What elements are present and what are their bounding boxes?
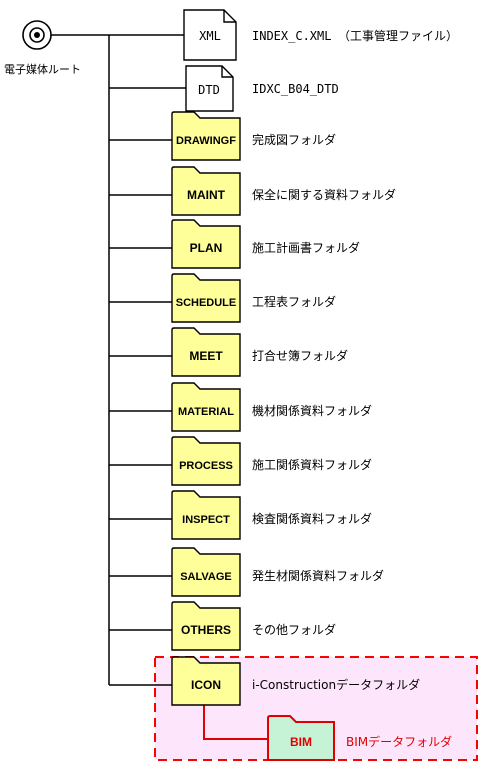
- folder-icon: [171, 327, 241, 377]
- folder-material: MATERIAL 機材関係資料フォルダ: [171, 382, 372, 432]
- file-ext-dtd: DTD: [198, 83, 220, 97]
- folder-code: OTHERS: [181, 623, 231, 637]
- folder-desc: 機材関係資料フォルダ: [252, 403, 372, 418]
- folder-desc: 工程表フォルダ: [252, 294, 336, 309]
- folder-drawingf: DRAWINGF 完成図フォルダ: [171, 111, 336, 161]
- folder-code: PLAN: [190, 241, 223, 255]
- file-ext-xml: XML: [199, 29, 221, 43]
- folder-code-bim: BIM: [290, 735, 312, 749]
- folder-icon: [171, 382, 241, 432]
- folder-code: INSPECT: [182, 514, 230, 526]
- folder-plan: PLAN 施工計画書フォルダ: [171, 219, 360, 269]
- folder-inspect: INSPECT 検査関係資料フォルダ: [171, 490, 372, 540]
- folder-desc: 検査関係資料フォルダ: [252, 511, 372, 526]
- folder-code: MEET: [189, 349, 223, 363]
- folder-desc: その他フォルダ: [252, 622, 336, 637]
- folder-icon: [171, 166, 241, 216]
- folder-schedule: SCHEDULE 工程表フォルダ: [171, 273, 336, 323]
- folder-desc-bim: BIMデータフォルダ: [346, 734, 452, 749]
- folder-desc: 施工関係資料フォルダ: [252, 457, 372, 472]
- folder-desc: 打合せ簿フォルダ: [252, 348, 348, 363]
- folder-desc: 完成図フォルダ: [252, 132, 336, 147]
- folder-icon: [171, 436, 241, 486]
- folder-icon: [171, 273, 241, 323]
- folder-others: OTHERS その他フォルダ: [171, 601, 336, 651]
- folder-desc: 保全に関する資料フォルダ: [252, 187, 396, 202]
- bim-connector: [203, 697, 268, 740]
- folder-salvage: SALVAGE 発生材関係資料フォルダ: [171, 547, 384, 597]
- folder-code: SCHEDULE: [176, 297, 237, 309]
- folder-desc: 発生材関係資料フォルダ: [252, 568, 384, 583]
- folder-code: PROCESS: [179, 460, 233, 472]
- folder-code: DRAWINGF: [176, 135, 236, 147]
- folder-maint: MAINT 保全に関する資料フォルダ: [171, 166, 396, 216]
- file-name-xml: INDEX_C.XML: [252, 29, 331, 43]
- folder-bim: BIM: [267, 715, 335, 761]
- root-label: 電子媒体ルート: [4, 62, 81, 76]
- cd-disc-icon: [22, 20, 52, 50]
- folder-desc: 施工計画書フォルダ: [252, 240, 360, 255]
- folder-meet: MEET 打合せ簿フォルダ: [171, 327, 348, 377]
- file-desc-xml: （工事管理ファイル）: [338, 28, 458, 43]
- file-icon-xml: XML: [183, 9, 237, 61]
- file-name-dtd: IDXC_B04_DTD: [252, 82, 339, 96]
- folder-code: MATERIAL: [178, 406, 234, 418]
- folder-icon: [171, 601, 241, 651]
- folder-icon: [171, 490, 241, 540]
- folder-icon: ICON i-Constructionデータフォルダ: [171, 656, 420, 706]
- tree-lines: [51, 34, 186, 686]
- folder-icon: [171, 219, 241, 269]
- folder-icon: [171, 111, 241, 161]
- folder-list: DRAWINGF 完成図フォルダ MAINT 保全に関する資料フォルダ PLAN 施工計画…: [171, 111, 420, 706]
- folder-code: ICON: [191, 678, 221, 692]
- folder-process: PROCESS 施工関係資料フォルダ: [171, 436, 372, 486]
- folder-icon: [171, 547, 241, 597]
- folder-code: SALVAGE: [180, 571, 232, 583]
- folder-code: MAINT: [187, 188, 226, 202]
- file-icon-dtd: DTD: [185, 65, 234, 112]
- folder-icon: [171, 656, 241, 706]
- folder-desc: i-Constructionデータフォルダ: [252, 677, 420, 692]
